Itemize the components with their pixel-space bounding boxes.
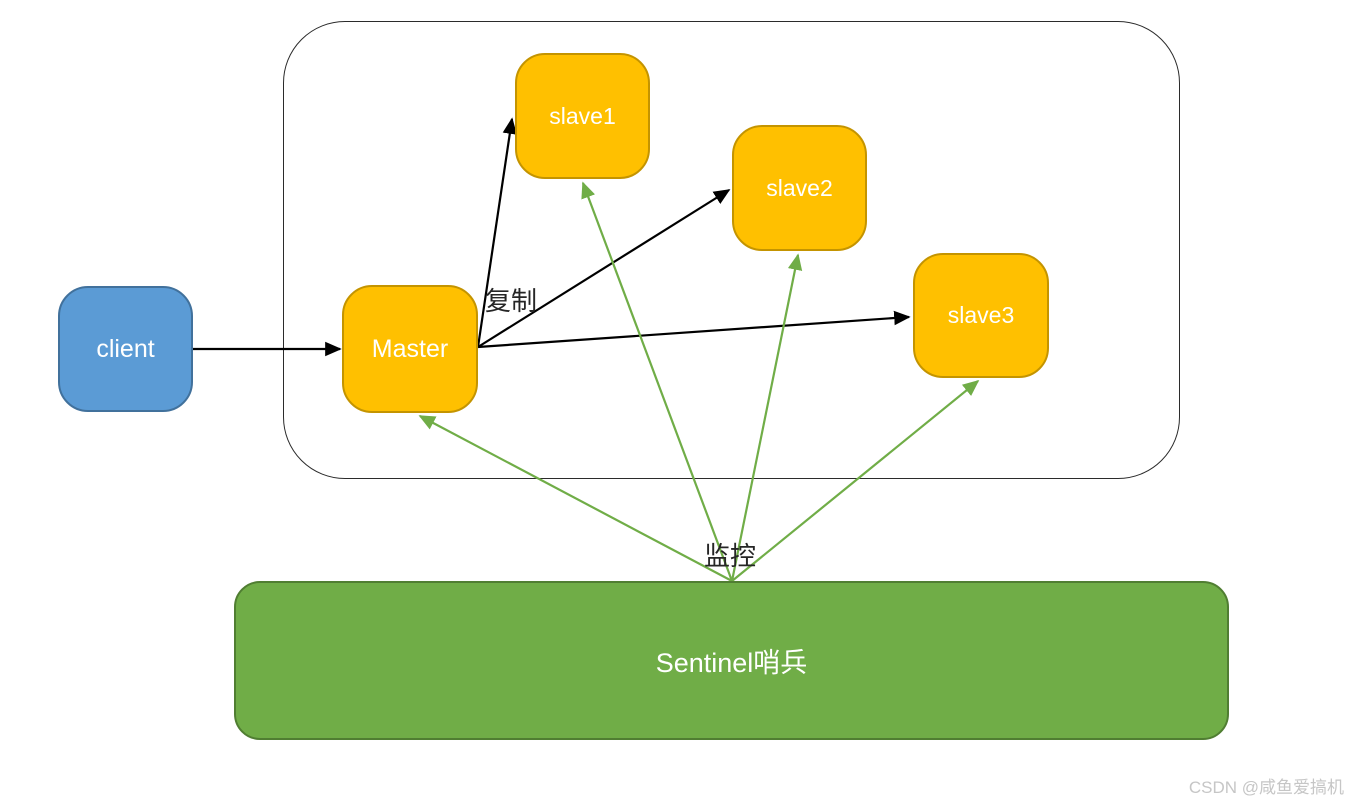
node-sentinel-label: Sentinel哨兵 (655, 648, 808, 678)
replication-edge-label: 复制 (485, 286, 538, 316)
node-slave1-label: slave1 (549, 102, 616, 129)
edge-sentinel-to-master (418, 415, 733, 582)
edge-master-to-slave2 (477, 189, 731, 348)
edge-sentinel-to-slave2 (730, 253, 803, 582)
node-client: client (58, 286, 193, 412)
node-slave2-label: slave2 (766, 174, 833, 201)
node-slave3-label: slave3 (947, 302, 1015, 328)
edge-master-to-slave3 (477, 310, 911, 349)
csdn-watermark: CSDN @咸鱼爱搞机 (1188, 778, 1344, 797)
node-slave2: slave2 (732, 125, 867, 251)
node-slave1: slave1 (515, 53, 650, 179)
node-sentinel: Sentinel哨兵 (234, 581, 1229, 740)
replication-group-frame (283, 21, 1180, 479)
monitoring-edge-label: 监控 (704, 541, 757, 571)
edge-sentinel-to-slave3 (731, 379, 980, 582)
node-client-label: client (96, 334, 155, 363)
edge-sentinel-to-slave1 (581, 181, 734, 582)
node-master: Master (342, 285, 478, 413)
node-master-label: Master (371, 334, 449, 363)
edge-master-to-slave1 (476, 117, 517, 348)
node-slave3: slave3 (913, 253, 1049, 378)
